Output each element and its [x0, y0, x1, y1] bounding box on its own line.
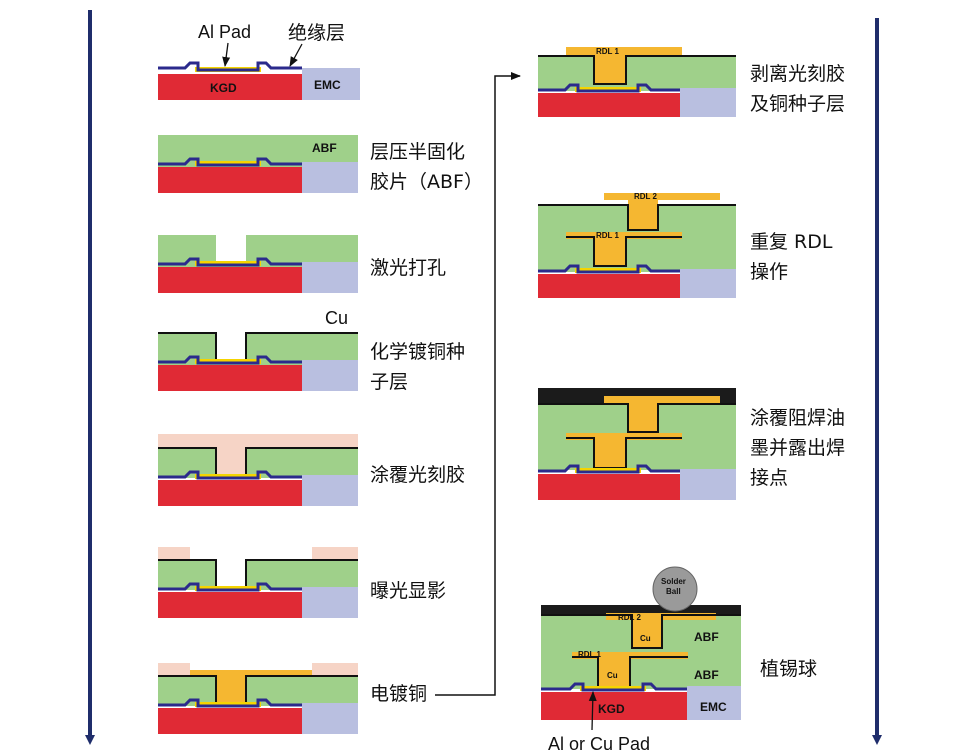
continuation-arrow	[435, 72, 521, 696]
abf-label-upper: ABF	[694, 630, 719, 644]
insulation-label: 绝缘层	[288, 22, 345, 44]
kgd-label: KGD	[210, 81, 237, 95]
step-ball-attach: Solder Ball RDL 2 RDL 1 Cu Cu ABF ABF KG…	[541, 566, 817, 754]
step-initial-kgd: EMC KGD Al Pad 绝缘层	[158, 22, 360, 100]
step-label-repeat-2: 操作	[750, 261, 788, 283]
cu-label: Cu	[325, 308, 348, 328]
step-label-abf-2: 胶片（ABF）	[370, 171, 483, 193]
al-or-cu-pad-label: Al or Cu Pad	[548, 734, 650, 754]
step-cu-seed: Cu 化学镀铜种 子层	[158, 308, 465, 393]
step-label-plating: 电镀铜	[370, 683, 427, 705]
step-solder-mask: 涂覆阻焊油 墨并露出焊 接点	[538, 388, 845, 500]
step-label-mask-2: 墨并露出焊	[750, 437, 845, 459]
step-repeat-rdl: RDL 2 RDL 1 重复 RDL 操作	[538, 192, 833, 298]
step-label-mask-1: 涂覆阻焊油	[750, 407, 845, 429]
step-label-strip-1: 剥离光刻胶	[750, 63, 845, 85]
step-label-develop: 曝光显影	[370, 580, 446, 602]
solder-ball-label-2: Ball	[666, 587, 681, 596]
al-pad-label: Al Pad	[198, 22, 251, 42]
abf-label-lower: ABF	[694, 668, 719, 682]
abf-label: ABF	[312, 141, 337, 155]
step-label-seed-1: 化学镀铜种	[370, 341, 465, 363]
step-label-mask-3: 接点	[750, 467, 788, 489]
rdl2-label-b: RDL 2	[634, 192, 658, 201]
step-strip-resist: RDL 1 剥离光刻胶 及铜种子层	[538, 47, 845, 117]
step-cu-plating: 电镀铜	[158, 663, 427, 734]
step-label-abf-1: 层压半固化	[370, 141, 465, 163]
rdl1-label-c: RDL 1	[578, 650, 602, 659]
step-label-seed-2: 子层	[370, 371, 408, 393]
step-label-laser: 激光打孔	[370, 257, 446, 279]
step-photoresist-coat: 涂覆光刻胶	[158, 434, 465, 506]
emc-label-final: EMC	[700, 700, 727, 714]
kgd-label-final: KGD	[598, 702, 625, 716]
solder-ball	[652, 566, 698, 612]
rdl1-label-a: RDL 1	[596, 47, 620, 56]
step-label-ball: 植锡球	[760, 658, 817, 680]
step-label-strip-2: 及铜种子层	[750, 93, 845, 115]
step-expose-develop: 曝光显影	[158, 547, 446, 618]
step-label-resist: 涂覆光刻胶	[370, 464, 465, 486]
step-abf-lamination: ABF 层压半固化 胶片（ABF）	[158, 135, 483, 193]
emc-label: EMC	[314, 78, 341, 92]
rdl2-label-c: RDL 2	[618, 613, 642, 622]
cu-label-upper: Cu	[640, 634, 651, 643]
cu-label-lower: Cu	[607, 671, 618, 680]
rdl1-label-b: RDL 1	[596, 231, 620, 240]
step-label-repeat-1: 重复 RDL	[750, 231, 833, 253]
step-laser-drill: 激光打孔	[158, 235, 446, 293]
solder-ball-label-1: Solder	[661, 577, 686, 586]
